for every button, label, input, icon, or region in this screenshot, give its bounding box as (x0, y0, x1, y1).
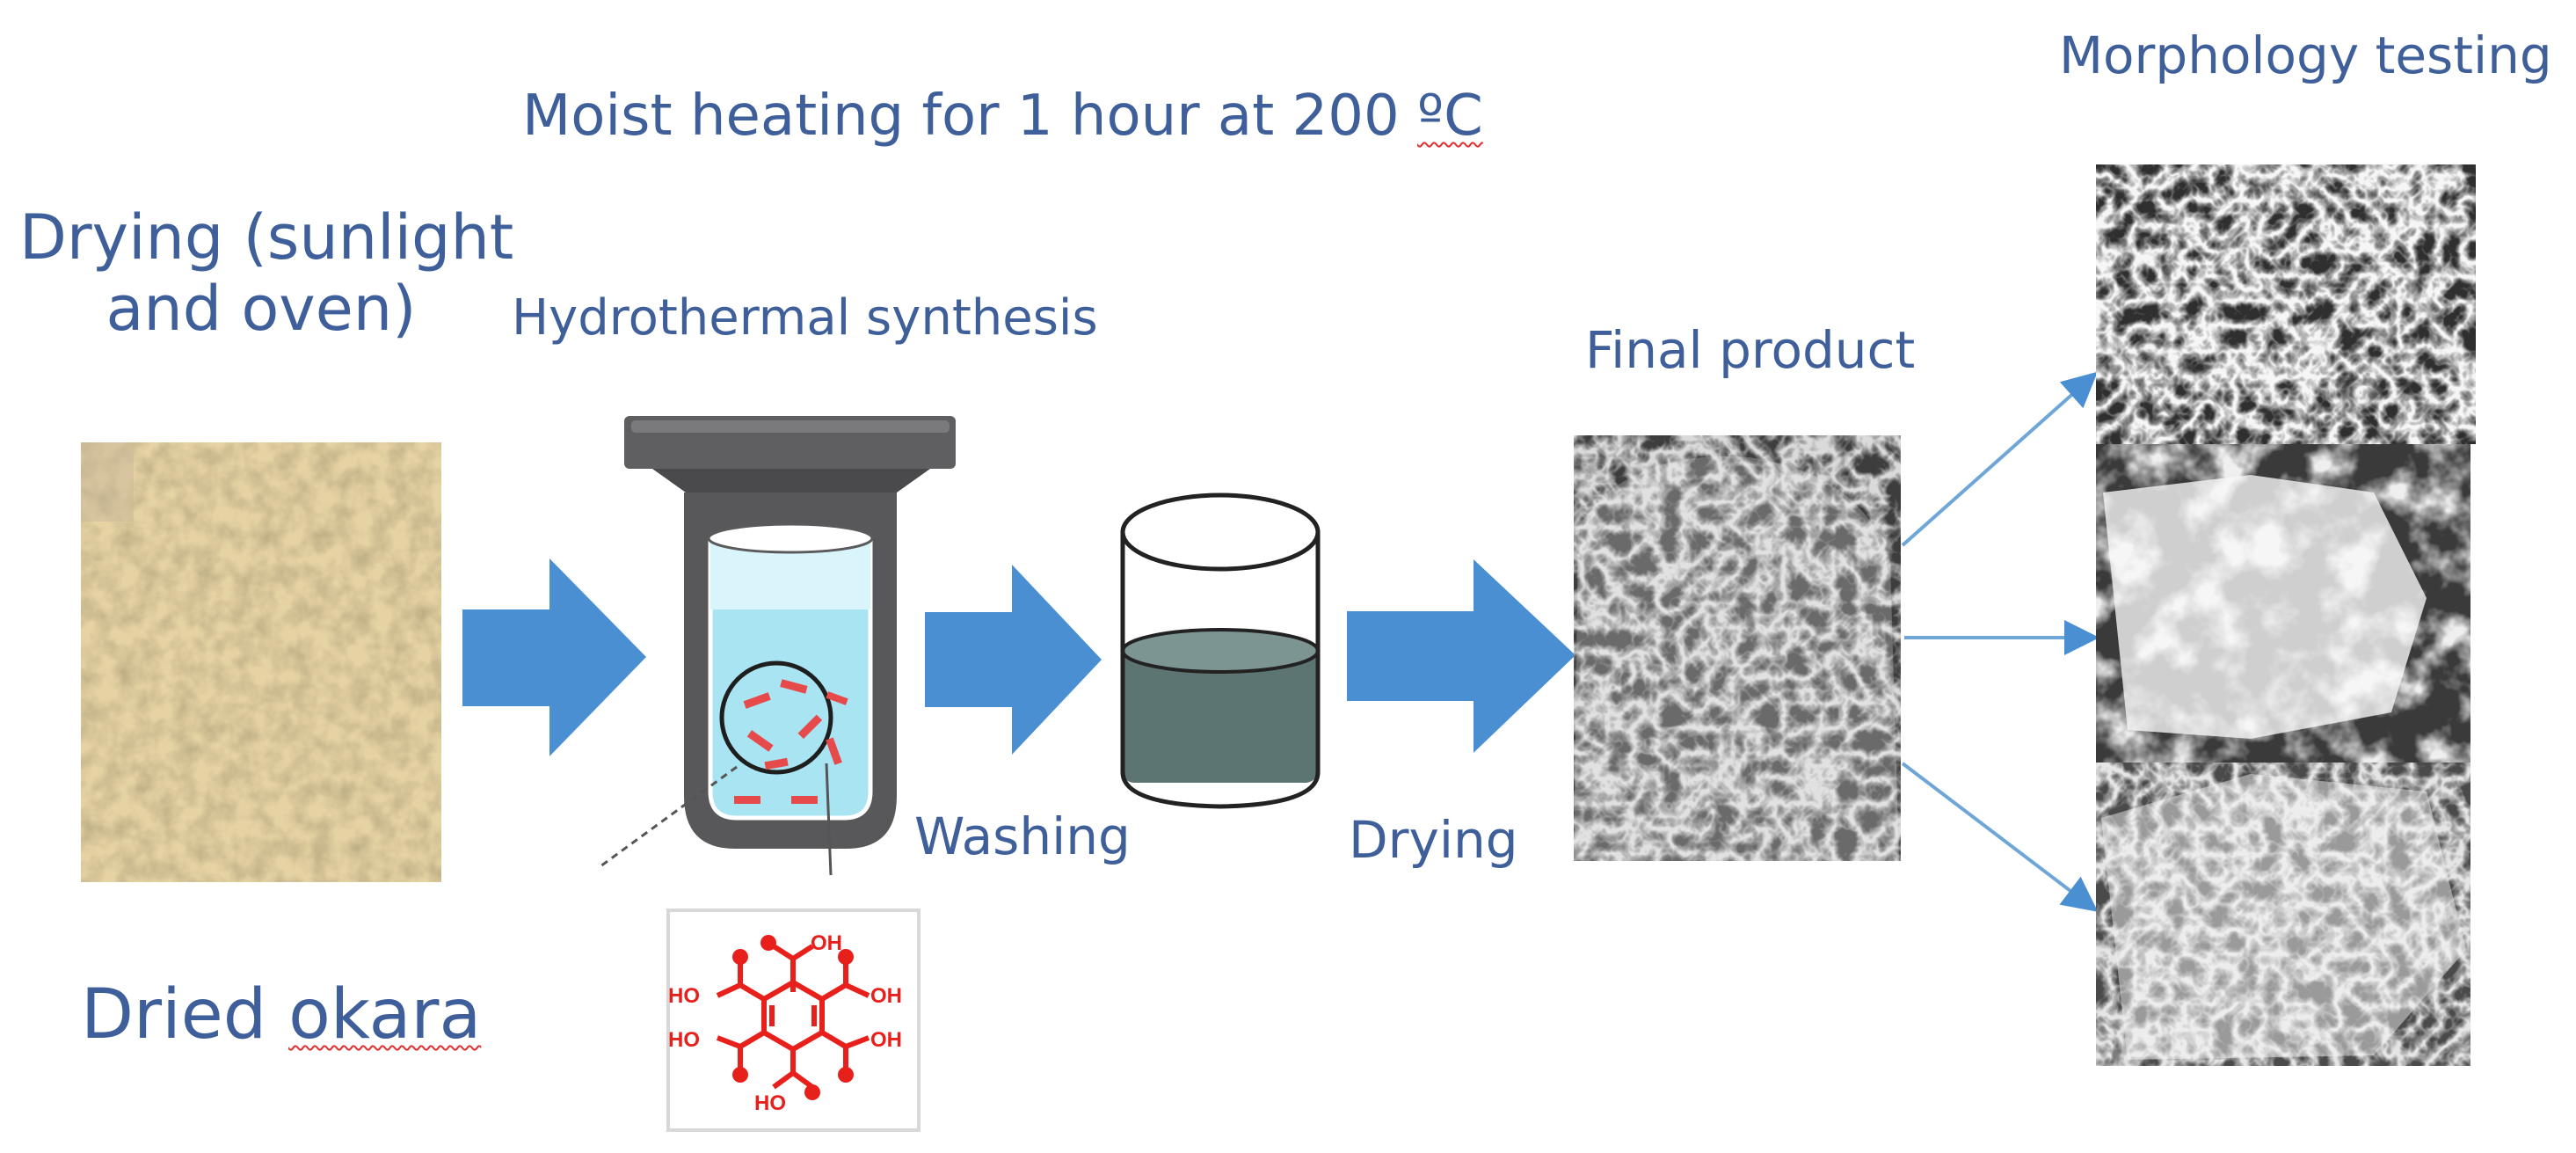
molecule-ho-left-bottom: HO (668, 1028, 700, 1052)
okara-photo (81, 442, 441, 882)
autoclave-reactor (600, 416, 956, 875)
morphology-sem-bottom (2096, 763, 2470, 1066)
molecule-ho-left-top: HO (668, 984, 700, 1008)
morphology-sem-middle (2096, 444, 2470, 763)
connector-arrow-bottom (1903, 763, 2092, 908)
molecule-oh-right-bottom: OH (870, 1028, 902, 1052)
process-arrow-3 (1347, 559, 1575, 753)
morphology-sem-top (2096, 164, 2476, 444)
molecule-oh-top: OH (811, 931, 842, 955)
washing-beaker (1122, 495, 1318, 806)
mellitic-acid-molecule: OH OH OH HO HO HO (668, 910, 919, 1130)
process-arrow-2 (925, 565, 1102, 755)
molecule-ho-bottom: HO (754, 1091, 786, 1115)
molecule-oh-right-top: OH (870, 984, 902, 1008)
final-product-sem-image (1574, 435, 1901, 861)
connector-arrow-top (1903, 376, 2092, 545)
process-arrow-1 (462, 558, 646, 756)
